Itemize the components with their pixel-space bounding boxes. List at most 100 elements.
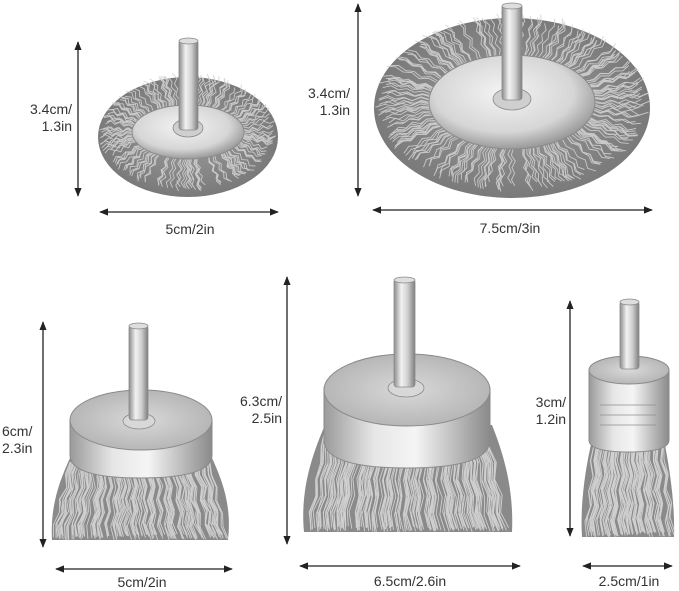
- wire-strand: [543, 145, 567, 178]
- wire-strand: [101, 138, 134, 148]
- wire-strand: [434, 31, 463, 65]
- wire-strand: [530, 18, 541, 57]
- wire-strand: [208, 157, 222, 183]
- wire-strand: [112, 102, 141, 118]
- wire-strand: [495, 148, 504, 186]
- wire-strand: [238, 104, 264, 121]
- wire-strand: [101, 128, 133, 134]
- wire-strand: [466, 145, 484, 180]
- brush4-height-label-line1: 6.3cm/: [239, 393, 282, 409]
- wire-strand: [378, 103, 430, 111]
- wire-strand: [214, 155, 232, 182]
- wire-strand: [231, 148, 256, 167]
- wire-strand: [447, 28, 472, 62]
- wire-strand: [599, 445, 609, 532]
- wire-strand: [405, 129, 446, 156]
- brush4-width-label: 6.5cm/2.6in: [373, 573, 447, 589]
- wire-strand: [661, 445, 672, 533]
- wire-strand: [408, 131, 449, 161]
- brush5-height-label-line1: 3cm/: [535, 394, 566, 410]
- brush1-height-label-line2: 1.3in: [41, 118, 72, 134]
- wire-strand: [628, 445, 634, 534]
- wire-strand: [588, 119, 637, 135]
- wire-strand: [429, 136, 457, 166]
- wire-strand: [567, 41, 597, 68]
- wire-strand: [530, 14, 542, 57]
- wire-strand: [621, 445, 629, 535]
- wire-strand: [187, 158, 193, 188]
- wire-strand: [435, 140, 465, 173]
- wire-strand: [593, 445, 603, 538]
- wire-strand: [183, 158, 189, 189]
- wire-strand: [208, 461, 228, 539]
- shaft: [128, 324, 149, 421]
- wire-strand: [389, 65, 438, 82]
- wire-strand: [415, 40, 454, 70]
- wire-strand: [593, 83, 635, 94]
- wire-strand: [523, 148, 534, 192]
- wire-strand: [396, 122, 439, 143]
- wire-strand: [414, 133, 453, 161]
- wire-strand: [180, 158, 186, 189]
- wire-strand: [152, 82, 167, 108]
- wire-texture: [99, 72, 277, 192]
- wire-strand: [399, 59, 442, 78]
- wire-strand: [220, 153, 239, 176]
- wire-strand: [403, 127, 444, 154]
- dimension-lines: [39, 3, 673, 573]
- wire-strand: [428, 137, 459, 167]
- wire-strand: [555, 141, 584, 175]
- wire-strand: [168, 77, 178, 106]
- cup-brush-medium: [51, 322, 229, 541]
- wire-strand: [185, 158, 191, 190]
- wire-strand: [378, 99, 430, 106]
- wire-strand: [233, 146, 262, 162]
- wire-strand: [125, 90, 150, 113]
- wire-strand: [590, 72, 633, 88]
- wire-strand: [195, 461, 214, 535]
- brush4-height-label: 6.3cm/ 2.5in: [218, 393, 282, 427]
- wire-strand: [52, 461, 71, 538]
- wire-strand: [221, 153, 239, 179]
- wire-strand: [388, 120, 437, 138]
- shaft: [619, 300, 640, 370]
- wire-strand: [386, 82, 432, 92]
- wire-strand: [71, 461, 85, 540]
- wire-strand: [420, 43, 455, 69]
- wire-strand: [394, 125, 442, 147]
- wire-strand: [385, 108, 431, 118]
- wire-strand: [507, 148, 513, 184]
- wire-strand: [594, 103, 637, 109]
- brush4-height-label-line2: 2.5in: [251, 410, 282, 426]
- wire-strand: [176, 158, 183, 188]
- wire-strand: [580, 53, 616, 77]
- wire-strand: [382, 85, 431, 95]
- brush1-height-label-line1: 3.4cm/: [29, 101, 72, 117]
- wire-strand: [102, 114, 135, 125]
- wire-strand: [201, 73, 211, 107]
- wire-strand: [538, 18, 556, 58]
- wire-strand: [595, 445, 603, 537]
- wire-strand: [609, 445, 616, 535]
- wire-strand: [387, 76, 433, 89]
- wire-strand: [190, 461, 207, 540]
- wire-strand: [239, 107, 270, 122]
- wire-strand: [594, 92, 649, 100]
- wire-strand: [544, 20, 565, 60]
- shaft: [501, 3, 523, 101]
- wire-strand: [126, 149, 146, 169]
- wire-strand: [309, 429, 327, 531]
- wire-strand: [222, 153, 241, 176]
- wire-strand: [590, 445, 600, 537]
- wire-strand: [73, 461, 86, 540]
- wire-strand: [125, 96, 147, 115]
- wire-strand: [388, 111, 432, 124]
- wire-strand: [118, 96, 146, 116]
- wheel-brush-small: [98, 37, 278, 197]
- wire-strand: [163, 75, 174, 106]
- wire-strand: [169, 158, 177, 188]
- wire-strand: [117, 103, 141, 119]
- wire-strand: [392, 117, 435, 134]
- wire-strand: [77, 461, 91, 538]
- wire-strand: [623, 445, 630, 536]
